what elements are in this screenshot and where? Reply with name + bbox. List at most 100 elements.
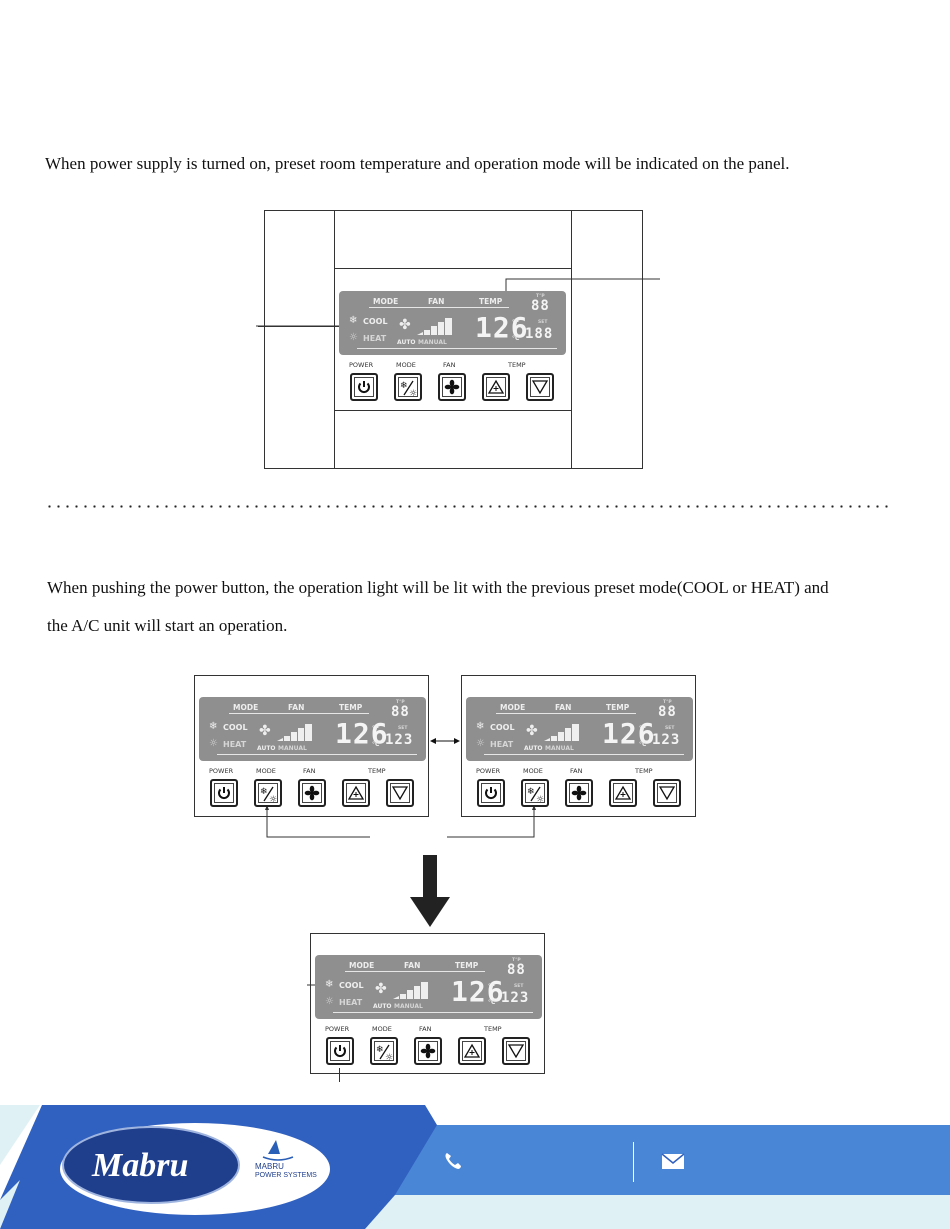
temp-button-label: TEMP [368,767,386,775]
lcd-manual-label: MANUAL [394,1003,423,1010]
fan-speed-bars-icon [544,724,579,741]
footer-divider [633,1142,634,1182]
mode-button[interactable]: ❄ ☼ [394,373,422,401]
lcd-small-top: 88 [658,704,677,720]
lcd-tp-label: T°P [396,700,405,705]
lcd-mode-label: MODE [500,703,526,712]
mode-button[interactable]: ❄ ☼ [254,779,282,807]
fan-button[interactable] [565,779,593,807]
sun-icon: ☼ [476,738,485,749]
svg-text:❄: ❄ [376,1045,384,1055]
temp-button-label: TEMP [484,1025,502,1033]
triangle-up-icon [464,1043,480,1058]
temp-down-button[interactable] [653,779,681,807]
fan-icon [304,785,320,801]
mode-callout-connector [265,805,536,838]
phone-icon[interactable] [443,1151,463,1171]
svg-text:☼: ☼ [536,795,544,803]
lcd-unit-c: °C [372,741,380,748]
lcd-display: MODE FAN TEMP ❄ COOL ☼ HEAT ✤ AUTO MANUA… [315,955,542,1019]
power-button[interactable] [350,373,378,401]
fan-button[interactable] [298,779,326,807]
temp-down-button[interactable] [526,373,554,401]
temp-down-button[interactable] [502,1037,530,1065]
lcd-small-set: 123 [652,732,681,748]
lcd-heat-label: HEAT [363,334,387,343]
lcd-temp-label: TEMP [479,297,503,306]
triangle-down-icon [659,786,675,801]
diagram-1-top-divider [334,268,571,269]
mode-button-label: MODE [523,767,543,775]
temp-up-button[interactable] [609,779,637,807]
lcd-auto-label: AUTO [257,745,276,752]
mode-button[interactable]: ❄ ☼ [521,779,549,807]
diagram-1-left-divider [334,210,335,469]
fan-button[interactable] [414,1037,442,1065]
sun-icon: ☼ [325,996,334,1007]
svg-text:❄: ❄ [527,787,535,797]
fan-icon [444,379,460,395]
fan-button[interactable] [438,373,466,401]
triangle-up-icon [615,785,631,800]
temp-up-button[interactable] [458,1037,486,1065]
lcd-tp-label: T°P [663,700,672,705]
temp-up-button[interactable] [482,373,510,401]
fan-button-label: FAN [570,767,583,775]
snowflake-icon: ❄ [349,315,358,326]
power-button-label: POWER [209,767,234,775]
power-button[interactable] [326,1037,354,1065]
mode-icon: ❄ ☼ [376,1044,393,1061]
power-button-label: POWER [476,767,501,775]
svg-text:❄: ❄ [400,381,408,391]
lcd-temp-label: TEMP [339,703,363,712]
lcd-set-label: SET [514,984,524,989]
lcd-display: MODE FAN TEMP ❄ COOL ☼ HEAT ✤ AUTO MANUA… [199,697,426,761]
footer: Mabru MABRU POWER SYSTEMS [0,1105,950,1229]
lcd-unit-f: °F [512,319,520,326]
lcd-unit-c: °C [639,741,647,748]
temp-down-button[interactable] [386,779,414,807]
svg-text:☼: ☼ [385,1053,393,1061]
lcd-cool-label: COOL [339,981,364,990]
mail-icon[interactable] [661,1153,685,1170]
fan-button-label: FAN [443,361,456,369]
lcd-heat-label: HEAT [490,740,514,749]
mode-button-label: MODE [396,361,416,369]
temp-up-button[interactable] [342,779,370,807]
section2-text-line2: the A/C unit will start an operation. [47,616,288,635]
mode-button[interactable]: ❄ ☼ [370,1037,398,1065]
lcd-unit-f: °F [372,725,380,732]
triangle-down-icon [532,380,548,395]
mode-icon: ❄ ☼ [260,786,277,803]
double-arrow-icon [430,738,460,744]
lcd-unit-c: °C [512,335,520,342]
lcd-unit-f: °F [488,983,496,990]
power-icon [334,1045,346,1057]
section2-text-line1: When pushing the power button, the opera… [47,578,829,597]
lcd-auto-label: AUTO [397,339,416,346]
fan-speed-bars-icon [277,724,312,741]
lcd-fan-label: FAN [555,703,572,712]
lcd-top-rule [369,307,509,308]
sun-icon: ☼ [209,738,218,749]
lcd-cool-label: COOL [490,723,515,732]
mode-icon: ❄ ☼ [527,786,544,803]
lcd-fan-label: FAN [428,297,445,306]
fan-button-label: FAN [419,1025,432,1033]
power-button[interactable] [210,779,238,807]
sun-icon: ☼ [349,332,358,343]
lcd-bottom-rule [484,754,684,755]
svg-text:❄: ❄ [260,787,268,797]
lcd-unit-f: °F [639,725,647,732]
lcd-top-rule [345,971,485,972]
lcd-tp-label: T°P [536,294,545,299]
svg-text:☼: ☼ [269,795,277,803]
lcd-temp-label: TEMP [455,961,479,970]
lcd-set-label: SET [665,726,675,731]
logo-subtitle-2: POWER SYSTEMS [255,1172,317,1179]
lcd-heat-label: HEAT [223,740,247,749]
lcd-small-top: 88 [391,704,410,720]
triangle-down-icon [392,786,408,801]
power-button[interactable] [477,779,505,807]
temp-button-label: TEMP [508,361,526,369]
